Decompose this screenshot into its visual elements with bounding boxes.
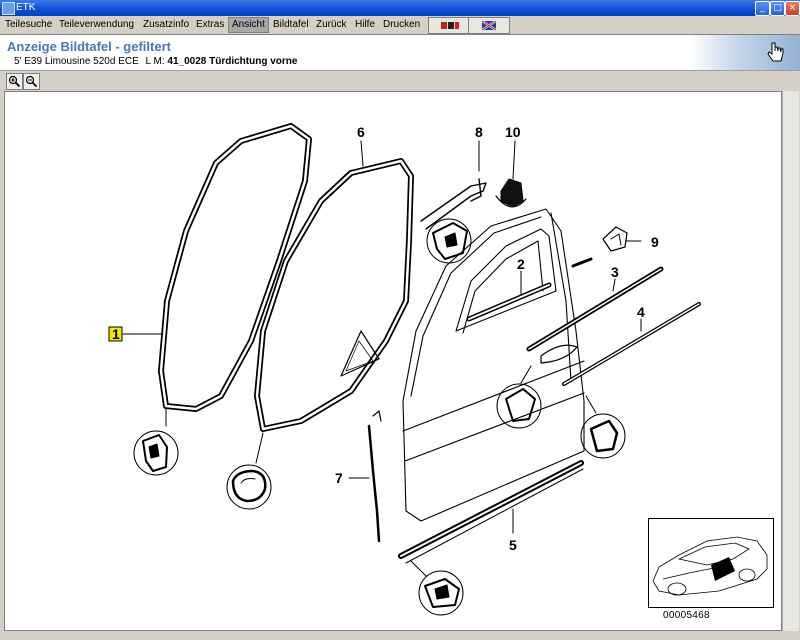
close-button[interactable]: × (785, 1, 800, 16)
part-3-outer-strip[interactable] (526, 257, 664, 352)
callout-1[interactable]: 1 (112, 326, 120, 342)
menu-bar: Teilesuche Teileverwendung Zusatzinfo Ex… (0, 16, 800, 35)
lm-value: 41_0028 Türdichtung vorne (167, 56, 298, 67)
flag-icon (481, 20, 497, 31)
detail-circle-a (133, 408, 179, 476)
header-banner (690, 35, 800, 70)
menu-item-teilesuche[interactable]: Teilesuche (5, 19, 53, 30)
callout-2[interactable]: 2 (517, 256, 525, 272)
zoom-in-button[interactable] (6, 73, 23, 90)
zoom-out-button[interactable] (23, 73, 40, 90)
leader-lines (122, 140, 642, 534)
app-icon (2, 2, 15, 15)
car-silhouette-icon (652, 536, 768, 596)
menu-item-ansicht[interactable]: Ansicht (228, 17, 269, 33)
part-5-sill-seal[interactable] (398, 460, 584, 564)
hand-cursor-icon (767, 42, 784, 62)
zoom-in-icon (8, 75, 21, 88)
menu-item-zusatzinfo[interactable]: Zusatzinfo (143, 19, 190, 30)
vehicle-overview-inset (648, 518, 774, 608)
window-title: ETK (16, 2, 36, 13)
menu-item-teileverwendung[interactable]: Teileverwendung (59, 19, 135, 30)
zoom-toolbar (0, 71, 800, 91)
image-number: 00005468 (663, 610, 710, 621)
vehicle-description: 5' E39 Limousine 520d ECE (14, 56, 139, 67)
window-titlebar[interactable]: ETK _ □ × (0, 0, 800, 16)
toolbar-button-flag[interactable] (468, 17, 510, 34)
maximize-button[interactable]: □ (770, 1, 785, 16)
part-8-window-channel[interactable] (420, 178, 487, 230)
detail-circle-c (426, 218, 472, 264)
menu-item-extras[interactable]: Extras (196, 19, 225, 30)
page-title: Anzeige Bildtafel - gefiltert (7, 39, 171, 54)
part-6-frame-seal[interactable] (254, 158, 414, 432)
callout-4[interactable]: 4 (637, 304, 645, 320)
part-1-door-seal[interactable] (158, 123, 312, 412)
zoom-out-icon (25, 75, 38, 88)
door-handle (540, 344, 578, 364)
menu-item-hilfe[interactable]: Hilfe (355, 19, 376, 30)
part-4-trim-strip[interactable] (562, 302, 701, 386)
detail-circle-b (226, 432, 272, 510)
callout-10[interactable]: 10 (505, 124, 521, 140)
lm-label: L M: (145, 56, 165, 67)
page-header: Anzeige Bildtafel - gefiltert 5' E39 Lim… (0, 35, 800, 71)
part-2-belt-seal[interactable] (466, 282, 552, 322)
part-7-pillar-seal[interactable] (367, 410, 382, 543)
door-panel (402, 208, 585, 522)
toolbar-button-vehicle[interactable] (428, 17, 470, 34)
callout-9[interactable]: 9 (651, 234, 659, 250)
part-10-clip[interactable] (495, 178, 527, 208)
menu-item-zurueck[interactable]: Zurück (316, 19, 347, 30)
callout-3[interactable]: 3 (611, 264, 619, 280)
minimize-button[interactable]: _ (755, 1, 770, 16)
vertical-scrollbar[interactable] (782, 91, 799, 631)
selected-callout-marker (108, 326, 123, 342)
exploded-view-drawing: 1 2 3 4 5 6 7 8 9 10 (108, 123, 701, 616)
detail-circle-d (496, 365, 542, 429)
callout-6[interactable]: 6 (357, 124, 365, 140)
detail-circle-e (580, 395, 626, 459)
part-9-bracket[interactable] (602, 226, 628, 252)
menu-item-bildtafel[interactable]: Bildtafel (273, 19, 309, 30)
callout-7[interactable]: 7 (335, 470, 343, 486)
detail-circle-f (410, 560, 464, 616)
callout-8[interactable]: 8 (475, 124, 483, 140)
callout-5[interactable]: 5 (509, 537, 517, 553)
menu-item-drucken[interactable]: Drucken (383, 19, 421, 30)
subtitle: 5' E39 Limousine 520d ECE L M: 41_0028 T… (14, 56, 297, 67)
vehicle-icon (441, 22, 459, 29)
